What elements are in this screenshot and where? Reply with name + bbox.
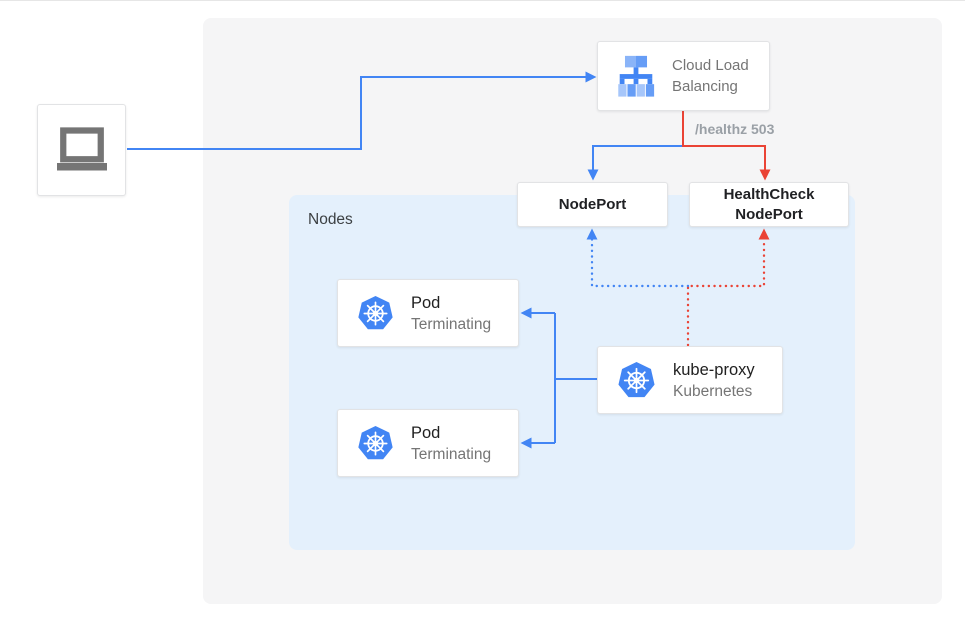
healthz-annotation: /healthz 503 [695,121,775,137]
cloud-load-balancing-card: Cloud Load Balancing [597,41,770,111]
laptop-icon [52,124,112,177]
kubernetes-icon [356,294,395,333]
client-card [37,104,126,196]
nodeport-label: NodePort [558,195,627,213]
kubernetes-icon [356,424,395,463]
pod-card-1: Pod Terminating [337,279,519,347]
pod-status: Terminating [411,445,492,463]
healthcheck-nodeport-card: HealthCheck NodePort [689,182,849,227]
kube-proxy-title: kube-proxy [673,360,755,379]
nodeport-card: NodePort [517,182,668,227]
pod-status: Terminating [411,315,492,333]
kubernetes-icon [616,360,657,401]
nodes-group-label: Nodes [308,211,353,228]
healthcheck-nodeport-label: HealthCheck NodePort [723,185,815,223]
pod-title: Pod [411,293,441,312]
kube-proxy-card: kube-proxy Kubernetes [597,346,783,414]
cloud-load-balancing-label: Cloud Load Balancing [672,57,749,95]
load-balancer-icon [613,53,659,99]
pod-card-2: Pod Terminating [337,409,519,477]
kube-proxy-subtitle: Kubernetes [673,382,753,400]
pod-title: Pod [411,423,441,442]
